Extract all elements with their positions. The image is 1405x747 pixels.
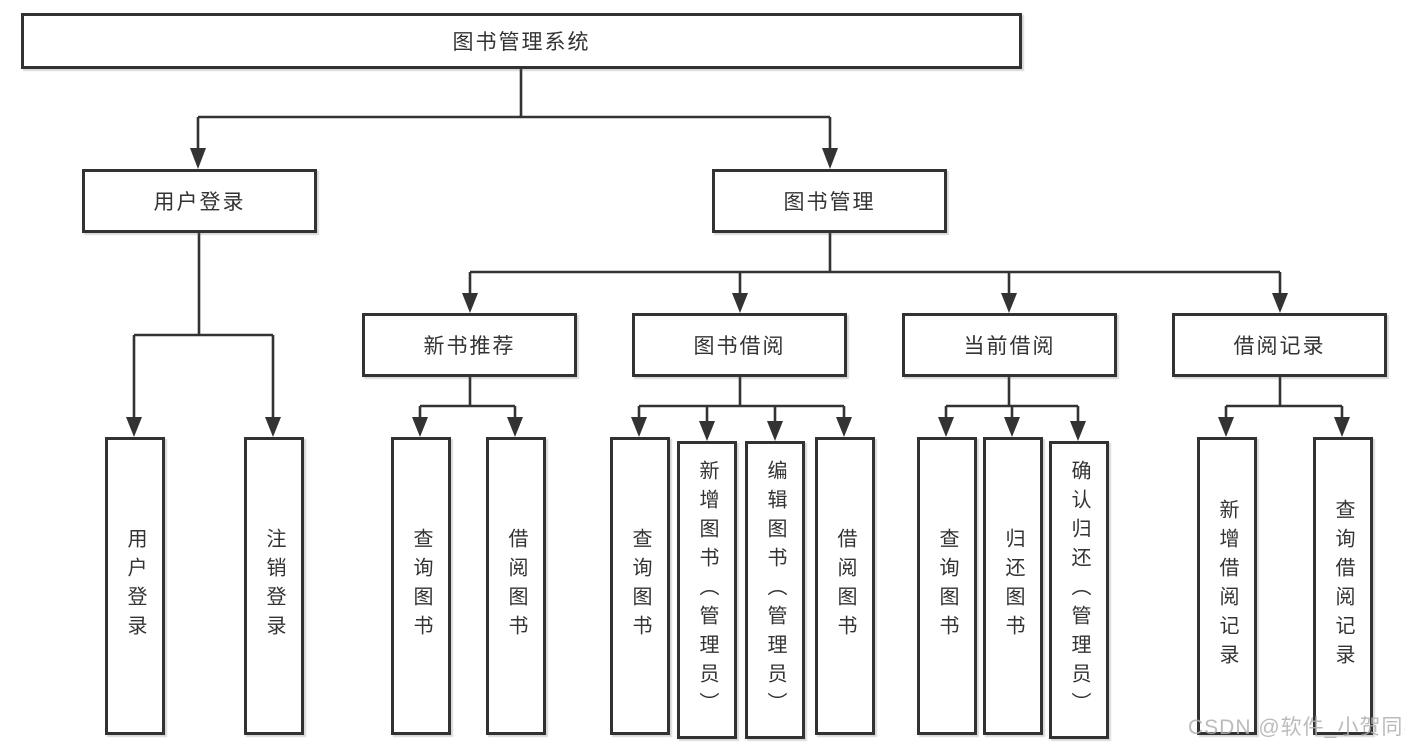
arrowhead (1334, 417, 1350, 437)
node-book-management: 图书管理 (712, 169, 947, 233)
leaf-br-query-record: 查询借阅记录 (1313, 437, 1373, 735)
arrowhead (507, 417, 523, 437)
leaf-br-add-record: 新增借阅记录 (1197, 437, 1257, 735)
leaf-cb-return-books: 归还图书 (983, 437, 1043, 735)
arrowhead (836, 417, 852, 437)
connector-newbookrec-to-leaves (418, 377, 517, 418)
arrowhead (190, 148, 206, 169)
node-current-borrow: 当前借阅 (902, 313, 1117, 377)
connector-bookmgmt-to-level3 (468, 233, 1282, 294)
connector-userlogin-to-leaves (132, 233, 275, 418)
leaf-bb-add-books-admin: 新增图书（管理员） (677, 441, 737, 739)
connector-borrowrecords-to-leaves (1224, 377, 1344, 418)
arrowhead (822, 148, 838, 169)
arrowhead (265, 417, 281, 437)
leaf-bb-query-books: 查询图书 (610, 437, 670, 735)
leaf-logout: 注销登录 (244, 437, 304, 735)
node-user-login: 用户登录 (82, 169, 317, 233)
arrowhead (126, 417, 142, 437)
csdn-watermark: CSDN @软件_小贺同学 (1188, 716, 1405, 739)
arrowhead (938, 417, 954, 437)
arrowhead (767, 421, 783, 441)
leaf-nb-query-books: 查询图书 (391, 437, 451, 735)
node-root-system: 图书管理系统 (21, 13, 1022, 69)
arrowhead (1218, 417, 1234, 437)
leaf-bb-borrow-books: 借阅图书 (815, 437, 875, 735)
arrowhead (462, 293, 478, 313)
arrowhead (699, 421, 715, 441)
leaf-cb-query-books: 查询图书 (917, 437, 977, 735)
connector-currentborrow-to-leaves (944, 377, 1080, 421)
leaf-nb-borrow-books: 借阅图书 (486, 437, 546, 735)
node-new-book-recommend: 新书推荐 (362, 313, 577, 377)
arrowhead (631, 417, 647, 437)
arrowhead (412, 417, 428, 437)
arrowhead (1070, 421, 1086, 441)
arrowhead (1272, 293, 1288, 313)
leaf-bb-edit-books-admin: 编辑图书（管理员） (745, 441, 805, 739)
arrowhead (1001, 293, 1017, 313)
connector-root-to-level2 (196, 69, 832, 150)
node-book-borrow: 图书借阅 (632, 313, 847, 377)
connector-bookborrow-to-leaves (637, 377, 846, 421)
node-borrow-records: 借阅记录 (1172, 313, 1387, 377)
leaf-user-login: 用户登录 (105, 437, 165, 735)
leaf-cb-confirm-return-admin: 确认归还（管理员） (1049, 441, 1109, 739)
arrowhead (732, 293, 748, 313)
arrowhead (1004, 417, 1020, 437)
